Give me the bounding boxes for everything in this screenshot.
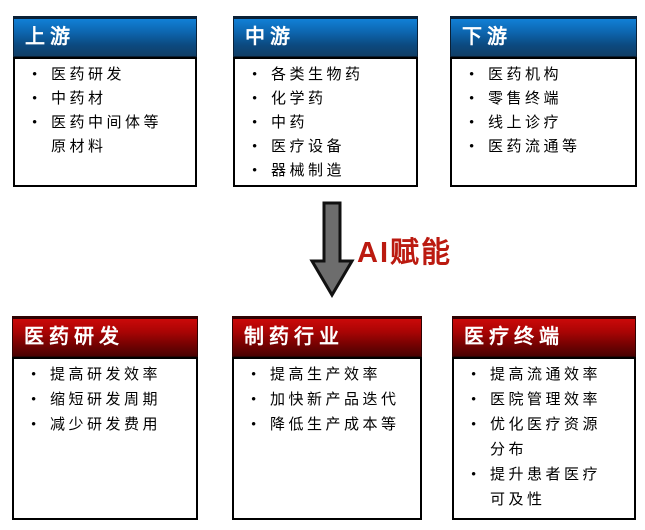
list-item: 减少研发费用 (26, 413, 180, 438)
midstream-header: 中游 (233, 16, 418, 57)
upstream-box: 上游 医药研发中药材医药中间体等原材料 (13, 16, 197, 187)
list-item: 中药 (247, 111, 400, 135)
medical-terminal-box: 医疗终端 提高流通效率医院管理效率优化医疗资源分布提升患者医疗可及性 (452, 316, 636, 520)
pharma-industry-header: 制药行业 (232, 316, 422, 357)
list-item: 加快新产品迭代 (246, 388, 404, 413)
pharma-industry-box: 制药行业 提高生产效率加快新产品迭代降低生产成本等 (232, 316, 422, 520)
pharma-rd-box: 医药研发 提高研发效率缩短研发周期减少研发费用 (12, 316, 198, 520)
list-item: 提升患者医疗可及性 (466, 463, 618, 513)
list-item: 优化医疗资源分布 (466, 413, 618, 463)
pharma-industry-body: 提高生产效率加快新产品迭代降低生产成本等 (232, 357, 422, 520)
list-item: 提高流通效率 (466, 363, 618, 388)
list-item: 医药研发 (27, 63, 179, 87)
upstream-list: 医药研发中药材医药中间体等原材料 (27, 63, 179, 159)
list-item: 医药中间体等原材料 (27, 111, 179, 159)
medical-terminal-header: 医疗终端 (452, 316, 636, 357)
list-item: 零售终端 (464, 87, 619, 111)
list-item: 缩短研发周期 (26, 388, 180, 413)
upstream-body: 医药研发中药材医药中间体等原材料 (13, 57, 197, 187)
medical-terminal-body: 提高流通效率医院管理效率优化医疗资源分布提升患者医疗可及性 (452, 357, 636, 520)
list-item: 各类生物药 (247, 63, 400, 87)
pharma-rd-list: 提高研发效率缩短研发周期减少研发费用 (26, 363, 180, 438)
midstream-list: 各类生物药化学药中药医疗设备器械制造 (247, 63, 400, 183)
list-item: 中药材 (27, 87, 179, 111)
midstream-box: 中游 各类生物药化学药中药医疗设备器械制造 (233, 16, 418, 187)
pharma-rd-body: 提高研发效率缩短研发周期减少研发费用 (12, 357, 198, 520)
list-item: 线上诊疗 (464, 111, 619, 135)
downstream-body: 医药机构零售终端线上诊疗医药流通等 (450, 57, 637, 187)
list-item: 降低生产成本等 (246, 413, 404, 438)
list-item: 医药流通等 (464, 135, 619, 159)
list-item: 提高生产效率 (246, 363, 404, 388)
list-item: 器械制造 (247, 159, 400, 183)
upstream-header: 上游 (13, 16, 197, 57)
list-item: 医疗设备 (247, 135, 400, 159)
downstream-box: 下游 医药机构零售终端线上诊疗医药流通等 (450, 16, 637, 187)
list-item: 提高研发效率 (26, 363, 180, 388)
ai-empowerment-label: AI赋能 (357, 237, 453, 269)
list-item: 医院管理效率 (466, 388, 618, 413)
downstream-list: 医药机构零售终端线上诊疗医药流通等 (464, 63, 619, 159)
pharma-industry-list: 提高生产效率加快新产品迭代降低生产成本等 (246, 363, 404, 438)
medical-terminal-list: 提高流通效率医院管理效率优化医疗资源分布提升患者医疗可及性 (466, 363, 618, 513)
midstream-body: 各类生物药化学药中药医疗设备器械制造 (233, 57, 418, 187)
downstream-header: 下游 (450, 16, 637, 57)
pharma-rd-header: 医药研发 (12, 316, 198, 357)
list-item: 医药机构 (464, 63, 619, 87)
list-item: 化学药 (247, 87, 400, 111)
arrow-down-icon (309, 201, 355, 298)
